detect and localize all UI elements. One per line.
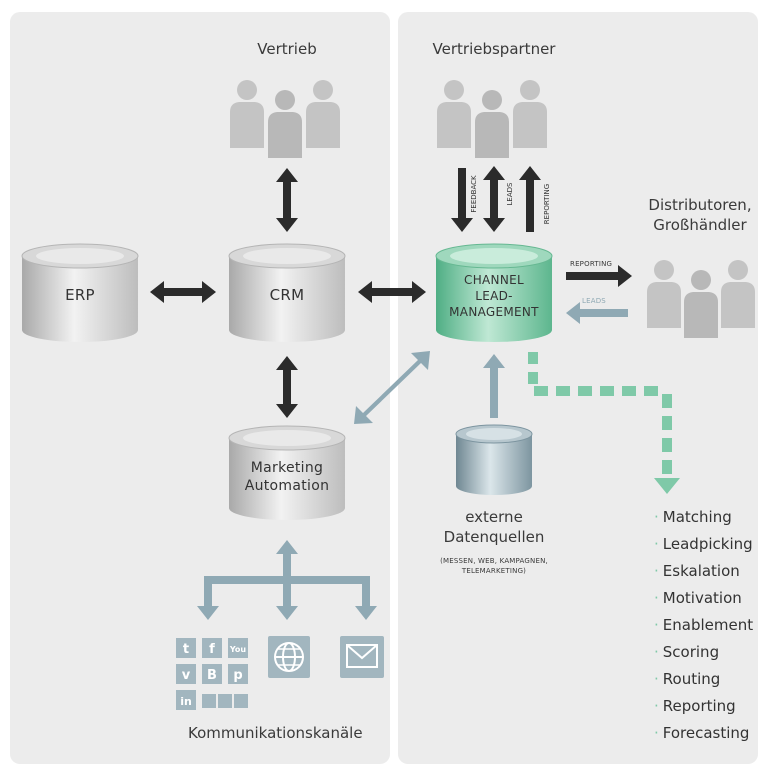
feature-matching: ·Matching: [654, 508, 732, 526]
leads-left-label: LEADS: [582, 297, 606, 305]
social-icons-grid: t f You v B p in: [176, 638, 248, 710]
channel-label-1: CHANNEL: [464, 273, 524, 287]
reporting-right-arrow: [566, 265, 632, 287]
erp-crm-arrow: [150, 281, 216, 303]
dashed-feature-path: [528, 352, 680, 494]
reporting-up-arrow: [519, 166, 541, 232]
crm-cylinder: [228, 243, 346, 342]
marketing-automation-cylinder: [228, 425, 346, 520]
svg-text:t: t: [183, 642, 189, 657]
marketing-channel-arrow: [354, 351, 430, 424]
externe-channel-arrow: [483, 354, 505, 418]
externe-label-2: Datenquellen: [443, 528, 545, 546]
vertriebspartner-label: Vertriebspartner: [432, 40, 556, 58]
vertrieb-label: Vertrieb: [257, 40, 317, 58]
leads-left-arrow: [566, 302, 628, 324]
erp-label: ERP: [65, 286, 95, 304]
svg-text:p: p: [233, 668, 242, 683]
feedback-arrow-label: FEEDBACK: [470, 175, 478, 213]
feature-reporting: ·Reporting: [654, 697, 736, 715]
reporting-right-label: REPORTING: [570, 260, 613, 268]
mail-icon: [340, 636, 384, 678]
kommunikationskanaele-label: Kommunikationskanäle: [188, 724, 363, 742]
channels-distribution-arrows: [197, 540, 377, 620]
vimeo-icon: [176, 664, 196, 684]
externe-sub-label-2: TELEMARKETING): [461, 567, 527, 575]
marketing-label-1: Marketing: [250, 460, 324, 476]
leads-partner-arrow: [483, 166, 505, 232]
leads-arrow-label: LEADS: [506, 182, 514, 206]
reporting-arrow-label: REPORTING: [543, 183, 551, 225]
channel-label-3: MANAGEMENT: [449, 305, 539, 319]
distributoren-label: Distributoren,: [648, 196, 752, 214]
distributoren-people-icon: [647, 260, 755, 338]
linkedin-icon: [176, 690, 196, 710]
feature-forecasting: ·Forecasting: [654, 724, 750, 742]
vertrieb-crm-arrow: [276, 168, 298, 232]
globe-icon: [268, 636, 310, 678]
feature-leadpicking: ·Leadpicking: [654, 535, 753, 553]
feedback-arrow: [451, 168, 473, 232]
svg-text:f: f: [209, 642, 215, 657]
svg-text:You: You: [229, 645, 247, 654]
youtube-icon: [228, 638, 248, 658]
blogger-icon: [202, 664, 222, 684]
svg-text:in: in: [180, 695, 192, 708]
facebook-icon: [202, 638, 222, 658]
twitter-icon: [176, 638, 196, 658]
svg-text:B: B: [207, 668, 217, 683]
feature-routing: ·Routing: [654, 670, 721, 688]
externe-label-1: externe: [465, 508, 523, 526]
channel-lead-management-cylinder: [435, 243, 553, 342]
vertriebspartner-people-icon: [437, 80, 547, 158]
feature-eskalation: ·Eskalation: [654, 562, 740, 580]
crm-marketing-arrow: [276, 356, 298, 418]
feature-scoring: ·Scoring: [654, 643, 720, 661]
feature-enablement: ·Enablement: [654, 616, 754, 634]
feature-motivation: ·Motivation: [654, 589, 742, 607]
externe-sub-label-1: (MESSEN, WEB, KAMPAGNEN,: [440, 557, 548, 565]
vertrieb-people-icon: [230, 80, 340, 158]
crm-label: CRM: [269, 286, 305, 304]
erp-cylinder: [21, 243, 139, 342]
grosshaendler-label: Großhändler: [653, 216, 747, 234]
marketing-label-2: Automation: [244, 478, 330, 494]
pinterest-icon: [228, 664, 248, 684]
crm-channel-arrow: [358, 281, 426, 303]
channel-label-2: LEAD-: [475, 289, 513, 303]
svg-text:v: v: [182, 668, 191, 683]
externe-datenquellen-cylinder: [455, 424, 533, 495]
